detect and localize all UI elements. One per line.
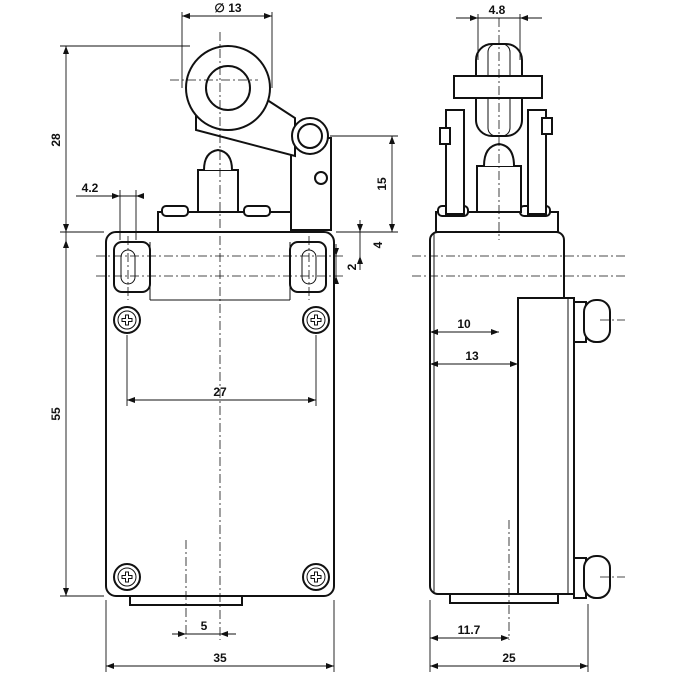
dim-body-depth: 25 (502, 651, 516, 665)
dim-conduit-offset: 5 (201, 619, 208, 633)
dim-slot-height: 4 (371, 241, 385, 248)
dimension-labels: ∅ 13 4.8 28 15 4.2 4 2 55 27 5 35 10 13 … (49, 1, 516, 665)
side-bottom-foot (449, 593, 559, 604)
screw-icon (113, 306, 141, 334)
dim-roller-diameter: ∅ 13 (214, 1, 241, 15)
dim-side-bottom-offset: 11.7 (458, 623, 481, 637)
screw-icon (302, 563, 330, 591)
front-view (96, 32, 345, 640)
dim-hole-spacing: 4.2 (82, 181, 99, 195)
dim-lever-pivot-height: 15 (375, 177, 389, 191)
plunger (197, 169, 239, 213)
dim-roller-width: 4.8 (489, 3, 506, 17)
dim-side-depth-13: 13 (465, 349, 479, 363)
dim-body-height: 55 (49, 407, 63, 421)
side-view (412, 18, 625, 640)
dim-side-depth-10: 10 (457, 317, 471, 331)
dim-slot-offset: 2 (345, 263, 359, 270)
screw-icon (302, 306, 330, 334)
screw-icon (113, 563, 141, 591)
dimension-lines (60, 12, 589, 672)
dim-screw-spacing: 27 (213, 385, 227, 399)
roller (185, 45, 271, 131)
dim-actuator-height: 28 (49, 133, 63, 147)
side-cover (517, 297, 575, 595)
dim-body-width: 35 (213, 651, 227, 665)
